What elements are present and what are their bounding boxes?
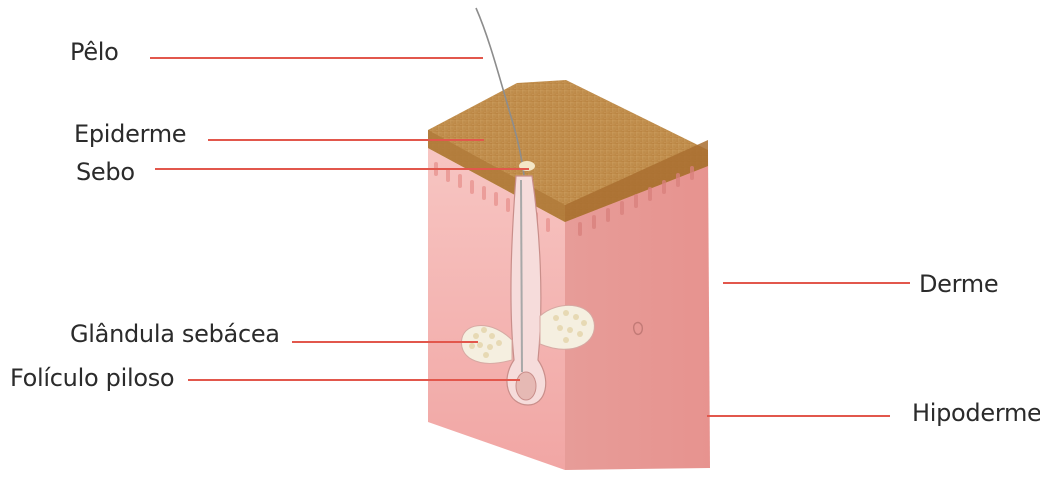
leader-line-pelo [150,57,483,59]
label-pelo: Pêlo [70,40,119,64]
sebaceous-gland-right [540,305,594,349]
hair-bulb [516,372,536,400]
label-sebo: Sebo [76,160,135,184]
hair-root [521,180,522,372]
label-hipoderme: Hipoderme [912,401,1040,425]
leader-line-epiderme [208,139,484,141]
leader-line-glandula [292,341,478,343]
label-foliculo-piloso: Folículo piloso [10,366,174,390]
label-derme: Derme [919,272,998,296]
label-epiderme: Epiderme [74,122,186,146]
leader-line-derme [723,282,910,284]
leader-line-sebo [155,168,529,170]
leader-line-foliculo [188,379,520,381]
label-glandula-sebacea: Glândula sebácea [70,322,280,346]
leader-line-hipoderme [707,415,890,417]
